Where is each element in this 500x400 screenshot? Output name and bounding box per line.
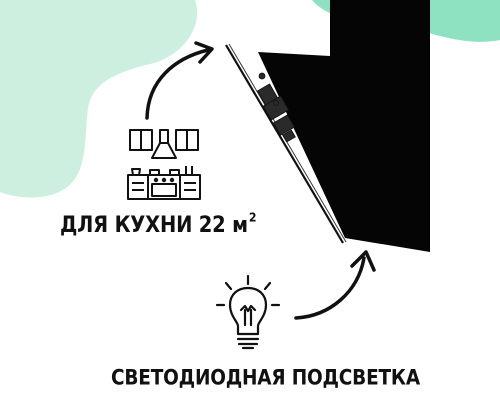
glass-panel-edge	[225, 44, 344, 244]
kitchen-icon	[127, 129, 201, 200]
glass-panel-highlight	[228, 43, 347, 243]
mint-blob-shape	[0, 0, 198, 198]
cooker-hood	[258, 0, 430, 252]
kitchen-caption-superscript: 2	[248, 210, 257, 225]
mounting-bracket	[256, 72, 296, 143]
curved-arrow-icon	[145, 41, 214, 120]
curved-arrow-icon	[294, 250, 376, 320]
lighting-caption: СВЕТОДИОДНАЯ ПОДСВЕТКА	[111, 366, 420, 391]
kitchen-caption-text: ДЛЯ КУХНИ 22 м	[60, 211, 248, 238]
kitchen-caption: ДЛЯ КУХНИ 22 м2	[60, 210, 257, 238]
lightbulb-icon	[215, 274, 281, 350]
